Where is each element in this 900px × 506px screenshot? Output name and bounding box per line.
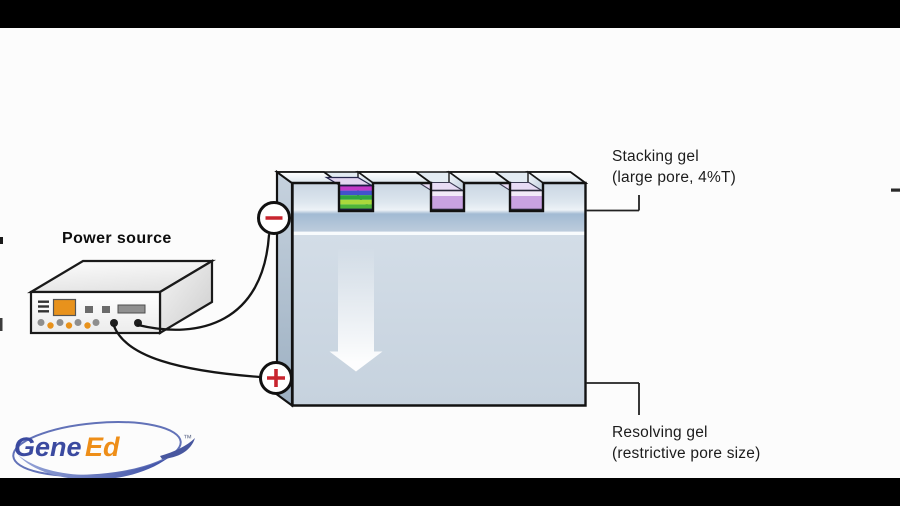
logo-trademark: ™: [183, 433, 192, 443]
sample-lane-3: [495, 181, 545, 211]
letterbox-bottom-bar: [0, 478, 900, 506]
gel-front-outline: [291, 181, 587, 407]
sample-band: [339, 190, 373, 196]
vent-line: [38, 300, 49, 303]
sample-band: [510, 196, 543, 209]
negative-electrode-icon: [257, 201, 291, 235]
stacking-gel-leader-line: [586, 195, 640, 212]
panel-button: [74, 319, 82, 326]
sample-band: [339, 204, 373, 209]
stacking-gel-label-line2: (large pore, 4%T): [612, 169, 737, 186]
resolving-gel-leader-line: [586, 382, 640, 415]
edge-artifact: [0, 237, 3, 244]
output-jack: [110, 319, 118, 327]
edge-artifact: [0, 318, 3, 331]
panel-slot: [117, 304, 146, 314]
cable-to-positive: [112, 324, 262, 379]
resolving-gel-label: Resolving gel (restrictive pore size): [612, 422, 760, 464]
resolving-gel-region: [292, 233, 586, 406]
logo-crescent-swoosh: [18, 455, 168, 480]
vent-line: [38, 310, 49, 313]
migration-arrow-icon: [329, 247, 383, 372]
panel-button: [84, 322, 91, 329]
stacking-gel-region: [292, 183, 586, 233]
panel-button: [47, 322, 54, 329]
panel-button: [65, 322, 73, 329]
power-source-unit: [27, 259, 216, 335]
resolving-gel-label-line1: Resolving gel: [612, 424, 708, 441]
sample-band: [339, 199, 373, 205]
sample-band: [339, 195, 373, 200]
power-source-label: Power source: [62, 230, 172, 247]
sample-band: [339, 186, 373, 191]
panel-buttons: [37, 319, 100, 329]
sample-lane-2: [416, 181, 466, 211]
panel-button: [37, 319, 45, 326]
panel-button: [56, 319, 64, 326]
resolving-gel-label-line2: (restrictive pore size): [612, 445, 761, 462]
gel-interface-line: [293, 231, 585, 235]
sample-band: [431, 196, 464, 209]
logo-text-gene: Gene: [14, 432, 82, 462]
edge-artifact: [891, 188, 900, 192]
logo-text-ed: Ed: [85, 432, 120, 462]
positive-electrode-icon: [259, 361, 293, 395]
display-screen: [52, 298, 77, 317]
stacking-gel-label-line1: Stacking gel: [612, 148, 699, 165]
panel-key: [102, 306, 110, 313]
sample-highlight: [431, 191, 464, 196]
gel-slab: [274, 169, 589, 408]
letterbox-top-bar: [0, 0, 900, 28]
geneed-logo: Gene Ed ™: [12, 421, 195, 480]
panel-button: [92, 319, 100, 326]
logo-swoosh-tip: [160, 438, 195, 459]
sample-highlight: [510, 191, 543, 196]
cable-to-negative: [136, 233, 271, 331]
stacking-gel-label: Stacking gel (large pore, 4%T): [612, 146, 736, 188]
vent-line: [38, 305, 49, 308]
panel-key: [85, 306, 93, 313]
